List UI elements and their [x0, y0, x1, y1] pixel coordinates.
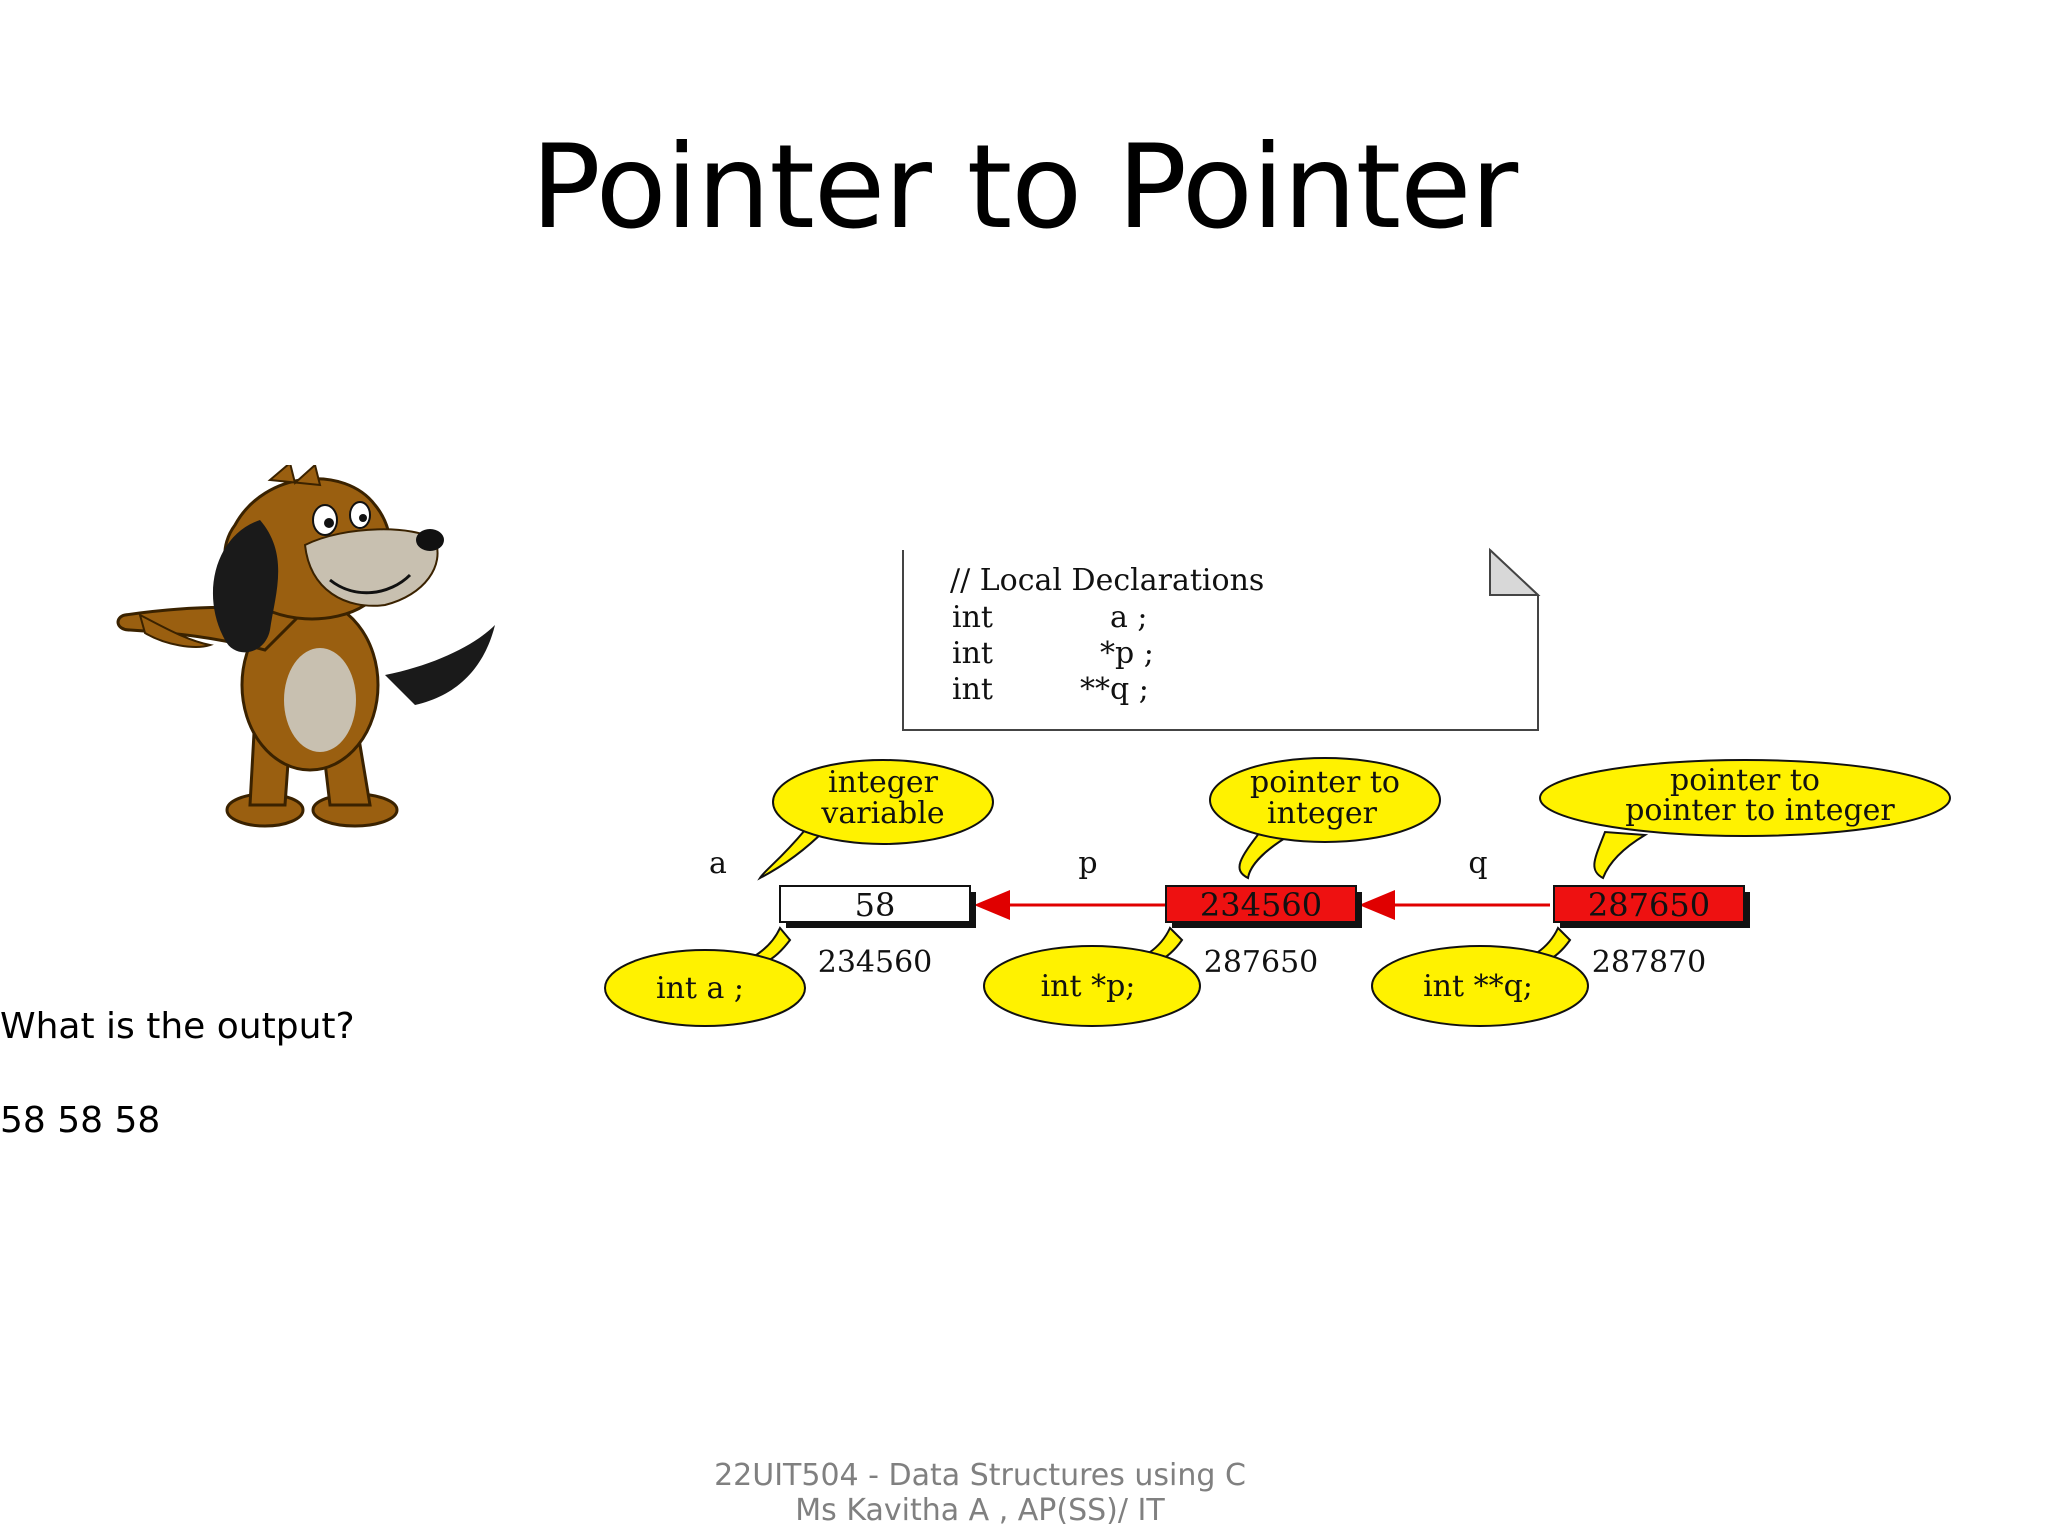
footer-author: Ms Kavitha A , AP(SS)/ IT [795, 1493, 1165, 1528]
slide-title: Pointer to Pointer [530, 120, 1518, 255]
note-comment: // Local Declarations [950, 563, 1264, 598]
note-name-1: a ; [1110, 600, 1148, 635]
variable-p: pointer to integer p 234560 287650 int *… [983, 757, 1441, 1027]
note-type-2: int [952, 636, 993, 671]
declarations-note: // Local Declarations int a ; int *p ; i… [902, 547, 1541, 731]
dog-mascot-icon [116, 465, 495, 828]
callout-a-line1: integer [828, 765, 939, 800]
label-p: p [1078, 846, 1097, 881]
note-type-1: int [952, 600, 993, 635]
footer-course: 22UIT504 - Data Structures using C [714, 1458, 1246, 1493]
callout-p-line2: integer [1267, 796, 1378, 831]
callout-q-line1: pointer to [1670, 763, 1820, 798]
callout-a-line2: variable [820, 796, 944, 831]
label-q: q [1468, 846, 1487, 881]
note-name-3: **q ; [1080, 672, 1149, 707]
callout-p-bottom: int *p; [1041, 969, 1136, 1004]
pointer-diagram: // Local Declarations int a ; int *p ; i… [604, 547, 1951, 1027]
variable-q: pointer to pointer to integer q 287650 2… [1371, 759, 1951, 1027]
note-name-2: *p ; [1100, 636, 1154, 671]
value-p: 234560 [1200, 886, 1322, 924]
callout-q-bottom: int **q; [1423, 969, 1533, 1004]
address-a: 234560 [818, 945, 933, 980]
value-q: 287650 [1588, 886, 1710, 924]
question-text: What is the output? [0, 1006, 355, 1047]
note-type-3: int [952, 672, 993, 707]
callout-p-line1: pointer to [1250, 765, 1400, 800]
variable-a: integer variable a 58 234560 int a ; [604, 759, 994, 1027]
label-a: a [709, 846, 727, 881]
address-q: 287870 [1592, 945, 1707, 980]
callout-a-bottom: int a ; [656, 971, 744, 1006]
callout-q-line2: pointer to integer [1625, 793, 1895, 828]
answer-text: 58 58 58 [0, 1100, 161, 1141]
slide-footer: 22UIT504 - Data Structures using C Ms Ka… [0, 1458, 1960, 1528]
address-p: 287650 [1204, 945, 1319, 980]
value-a: 58 [855, 886, 896, 924]
